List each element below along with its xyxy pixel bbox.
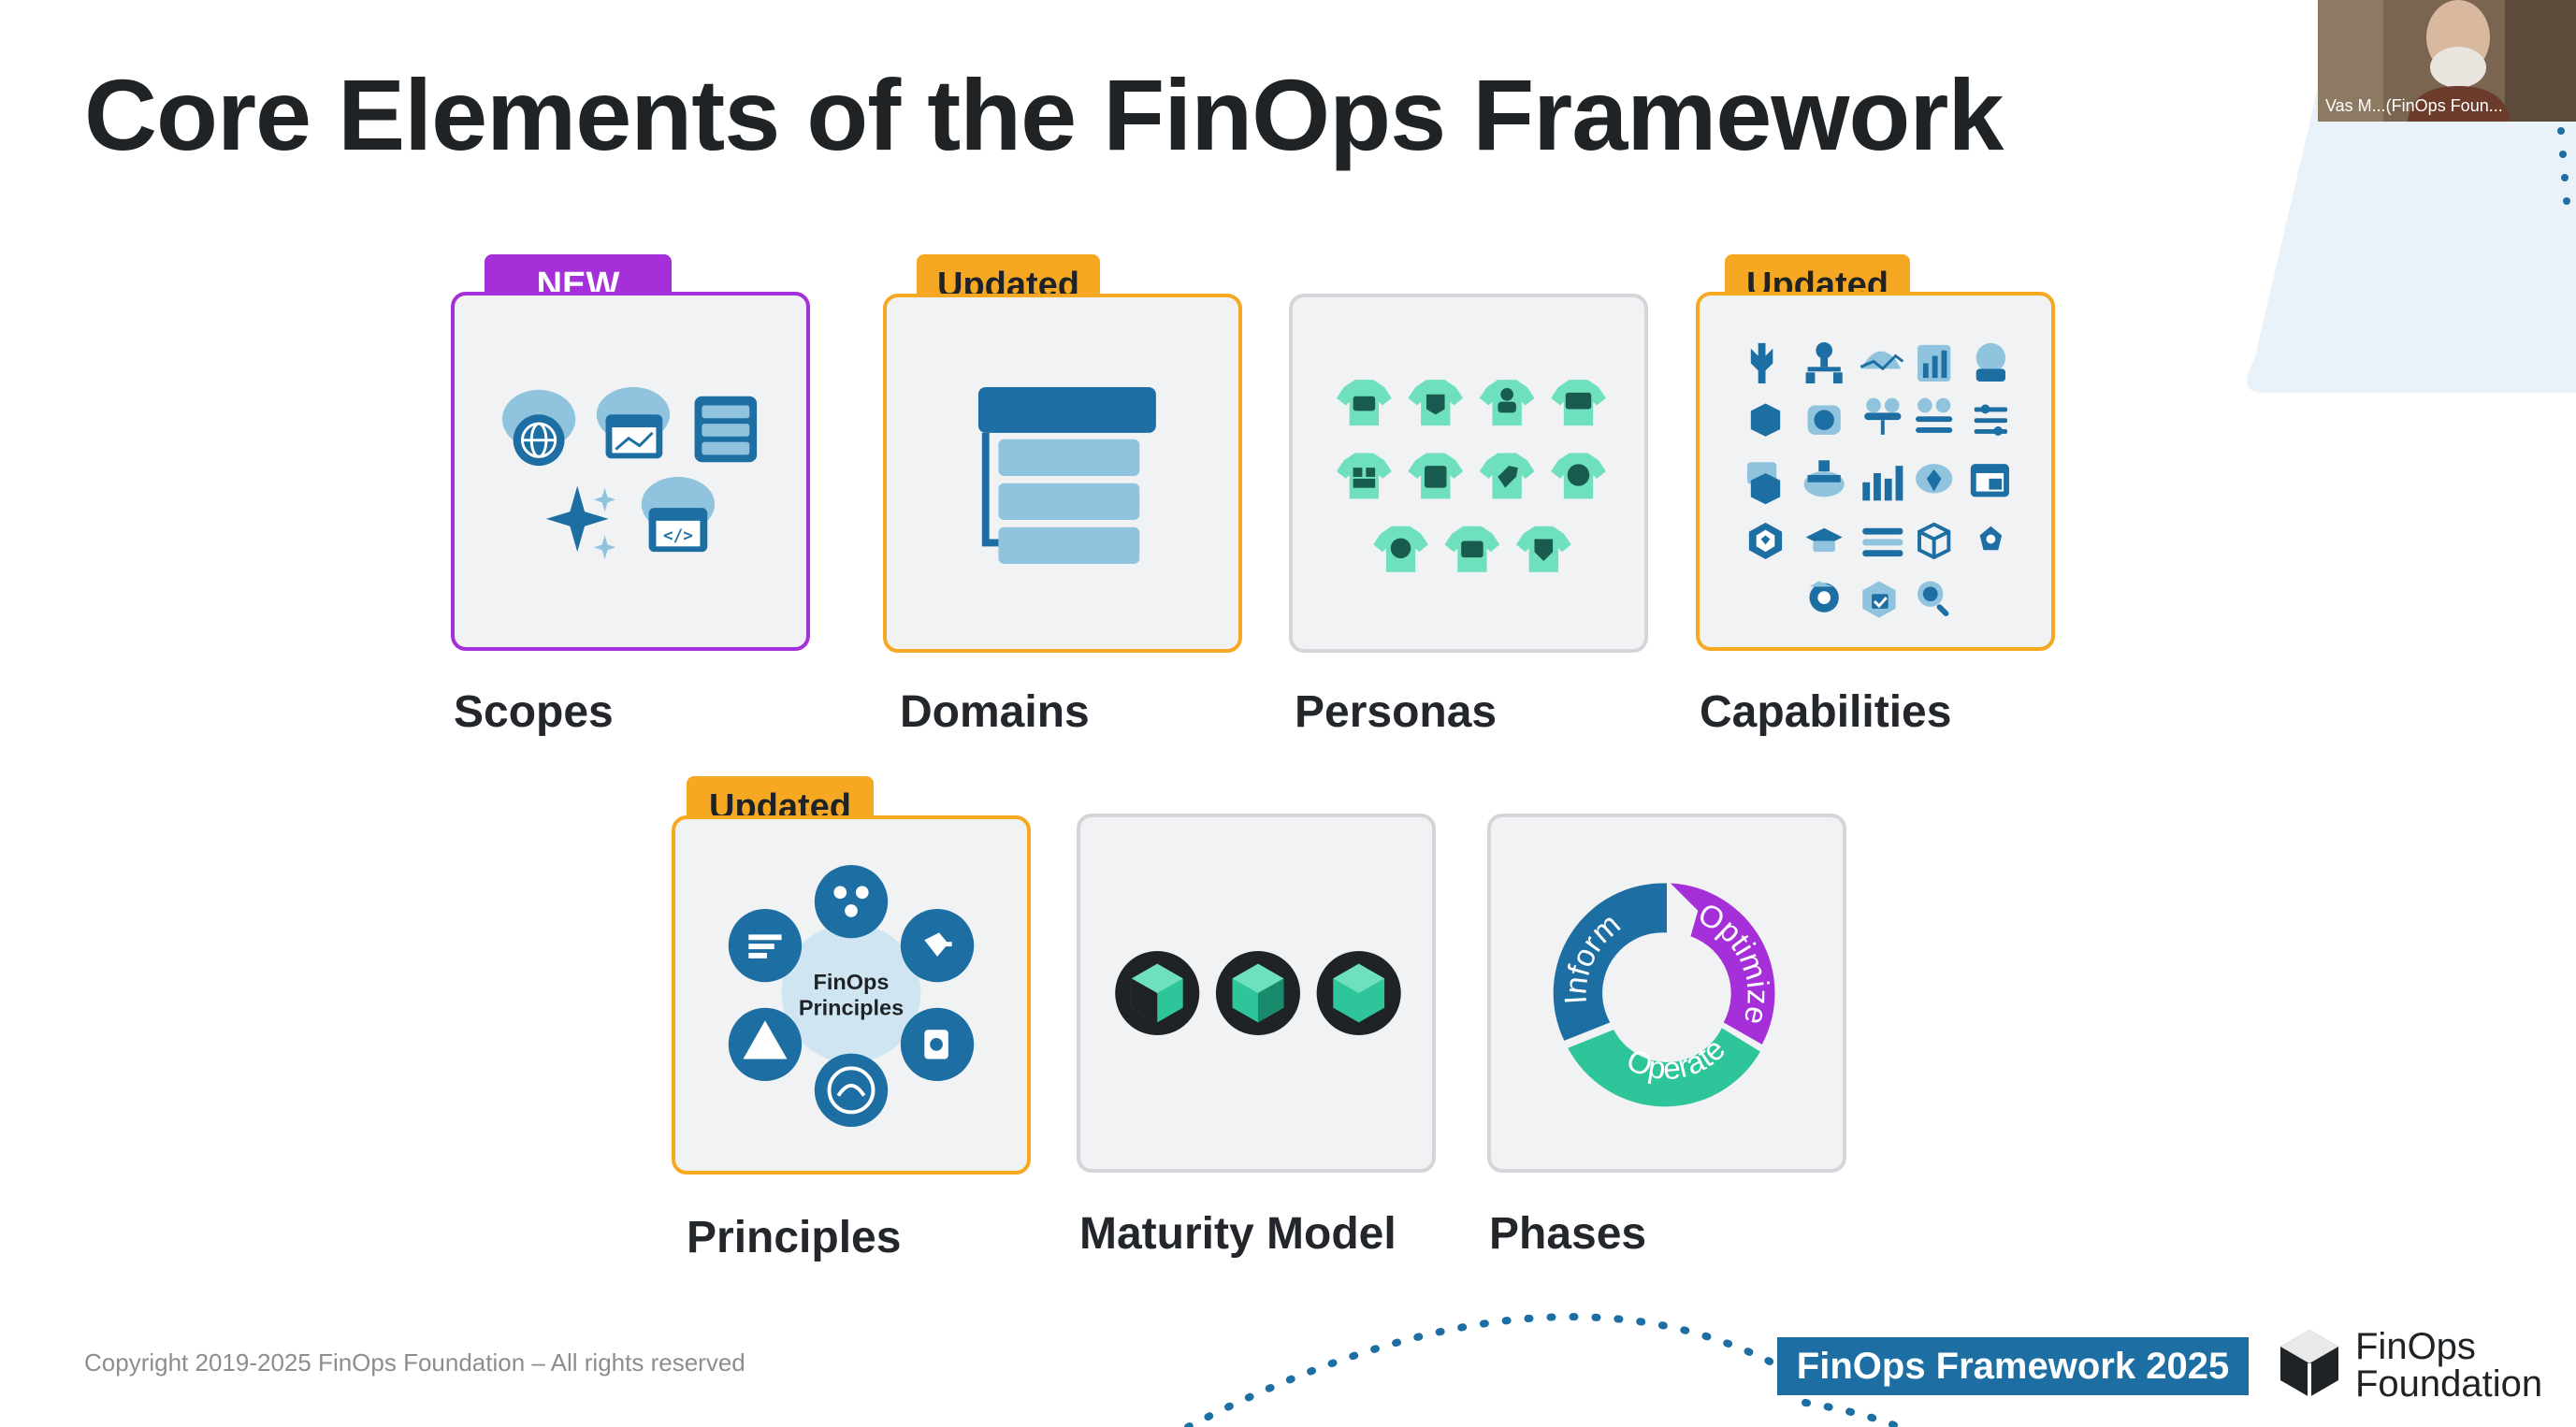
logo-line2: Foundation bbox=[2355, 1363, 2543, 1405]
logo-line1: FinOps bbox=[2355, 1326, 2476, 1367]
personas-label: Personas bbox=[1295, 687, 1498, 737]
personas-icons bbox=[1337, 380, 1606, 572]
cloud-globe-icon bbox=[501, 389, 576, 467]
sparkle-icon bbox=[545, 485, 616, 559]
participant-name: Vas M...(FinOps Foun... bbox=[2325, 96, 2503, 115]
copyright-text: Copyright 2019-2025 FinOps Foundation – … bbox=[84, 1348, 745, 1377]
phases-cycle-icon: Inform Optimize Operate bbox=[1553, 883, 1775, 1107]
maturity-cubes-icon bbox=[1115, 950, 1401, 1036]
maturity-model-card[interactable] bbox=[1077, 814, 1436, 1173]
scopes-card[interactable]: </> bbox=[451, 292, 810, 651]
scopes-label: Scopes bbox=[454, 687, 614, 737]
phases-card[interactable]: Inform Optimize Operate bbox=[1487, 814, 1846, 1173]
page-title: Core Elements of the FinOps Framework bbox=[84, 58, 2004, 171]
capabilities-icons bbox=[1746, 341, 2009, 618]
server-list-icon bbox=[694, 396, 758, 463]
framework-banner: FinOps Framework 2025 bbox=[1777, 1337, 2249, 1395]
phases-label: Phases bbox=[1489, 1209, 1647, 1259]
cloud-dashboard-icon bbox=[596, 386, 671, 459]
capabilities-label: Capabilities bbox=[1700, 687, 1952, 737]
personas-card[interactable] bbox=[1289, 294, 1648, 653]
capabilities-card[interactable] bbox=[1696, 292, 2055, 651]
svg-text:</>: </> bbox=[663, 526, 693, 545]
participant-video-icon bbox=[2318, 0, 2576, 122]
phase-inform-text: Inform bbox=[1558, 907, 1627, 1005]
svg-text:Inform: Inform bbox=[1558, 907, 1627, 1005]
video-call-thumbnail[interactable]: Vas M...(FinOps Foun... bbox=[2318, 0, 2576, 122]
principles-center-line1: FinOps bbox=[814, 970, 890, 994]
persona-shirt-icons bbox=[1337, 380, 1606, 572]
maturity-model-label: Maturity Model bbox=[1079, 1209, 1397, 1259]
principles-label: Principles bbox=[687, 1213, 902, 1262]
principles-wheel-icon: FinOps Principles bbox=[728, 864, 975, 1127]
scopes-icons: </> bbox=[501, 386, 758, 559]
finops-logo-icon bbox=[2280, 1330, 2338, 1397]
principles-center-line2: Principles bbox=[799, 996, 904, 1020]
domains-icon bbox=[977, 386, 1156, 564]
finops-foundation-logo-text: FinOps Foundation bbox=[2355, 1328, 2542, 1403]
principles-card[interactable]: FinOps Principles bbox=[672, 815, 1031, 1175]
domains-card[interactable] bbox=[883, 294, 1242, 653]
domains-label: Domains bbox=[900, 687, 1090, 737]
cloud-code-icon: </> bbox=[641, 476, 716, 553]
